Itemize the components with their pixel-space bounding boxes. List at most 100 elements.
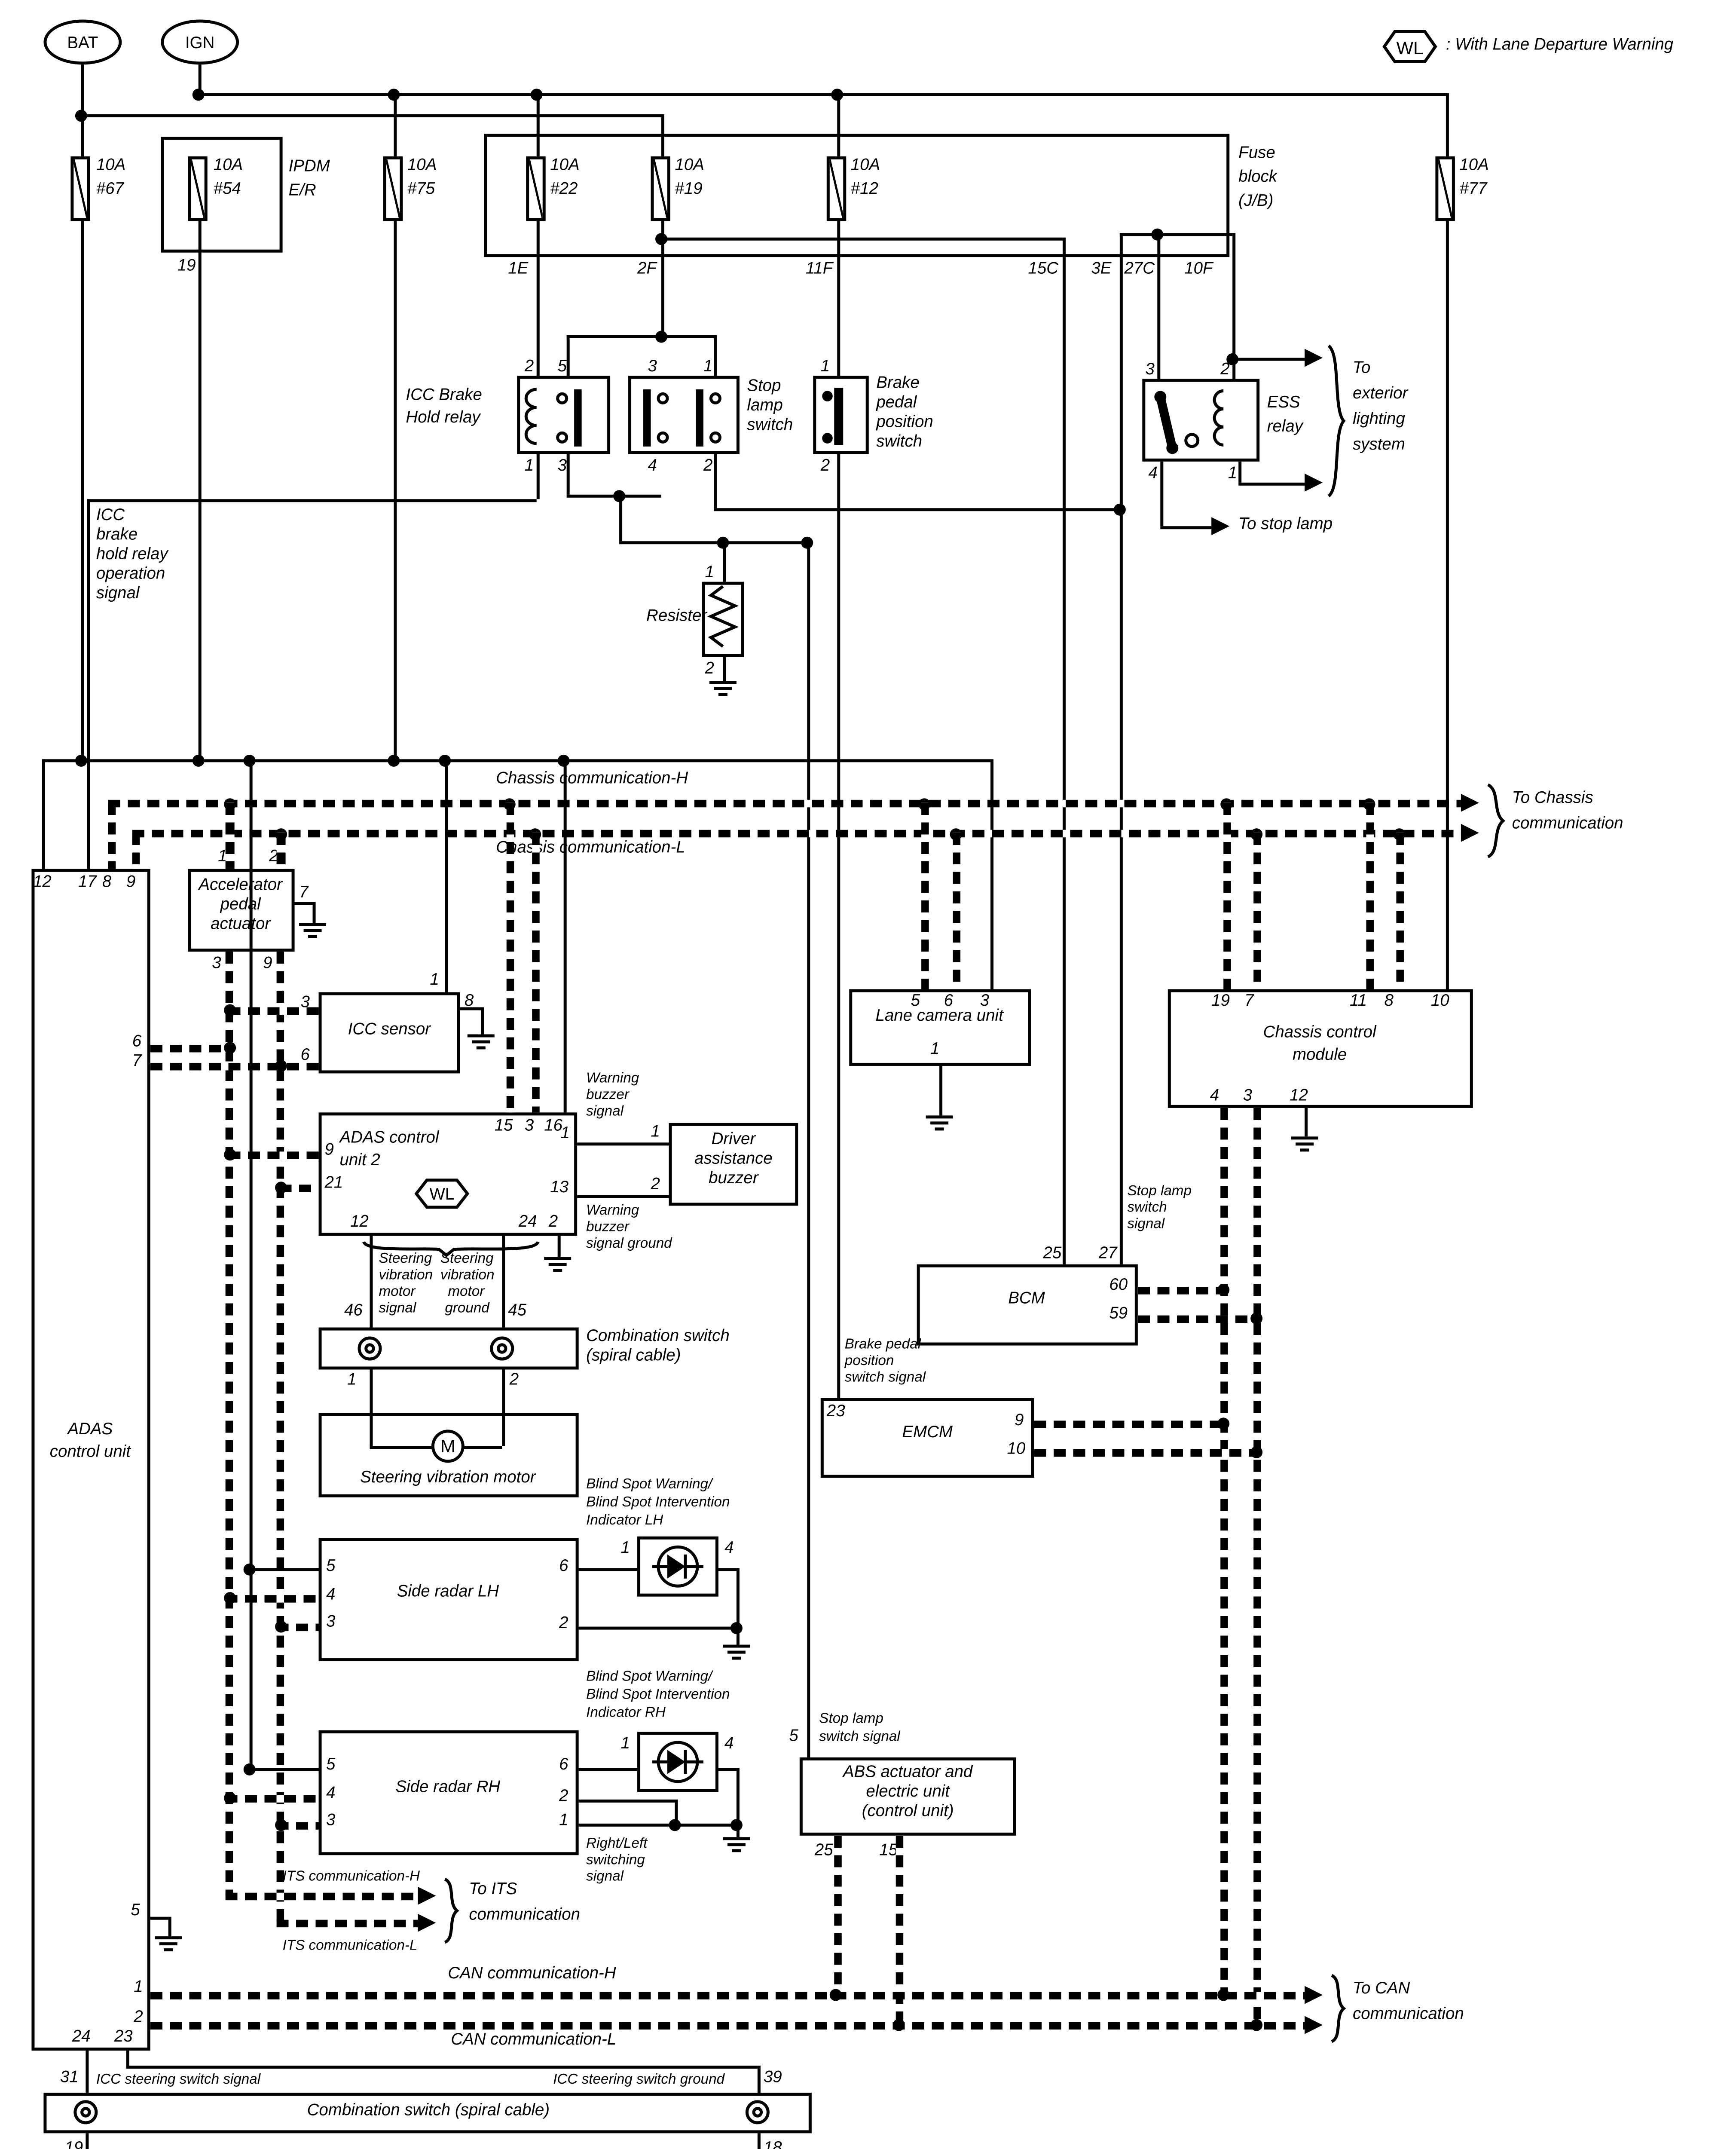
- label: 21: [324, 1174, 343, 1192]
- side-radar-rh-box: [318, 1730, 579, 1855]
- wire: [557, 1236, 561, 1257]
- junction-dot: [1113, 503, 1126, 516]
- wire: [198, 221, 202, 759]
- icc-sensor-box: [318, 992, 460, 1074]
- label: 9: [263, 955, 272, 973]
- label: Right/Left: [586, 1835, 648, 1852]
- brace: [1331, 1974, 1346, 2043]
- label: 1: [134, 1978, 143, 1997]
- junction-dot: [75, 754, 87, 767]
- label: 24: [518, 1213, 537, 1231]
- contact-bar: [834, 388, 844, 445]
- label: Indicator RH: [586, 1705, 666, 1721]
- wire: [168, 1916, 171, 1937]
- label: 10F: [1184, 260, 1213, 279]
- junction-dot: [829, 1989, 842, 2001]
- wire: [577, 1195, 669, 1198]
- label: actuator: [211, 915, 271, 934]
- label: 10A: [407, 156, 437, 174]
- junction-dot: [275, 1182, 287, 1194]
- label: 11F: [805, 260, 833, 279]
- label: 10: [1430, 992, 1449, 1010]
- part: [358, 1336, 382, 1361]
- contact-circle: [822, 391, 833, 401]
- part: [524, 388, 537, 445]
- label: To: [1353, 359, 1371, 377]
- label: 7: [299, 884, 309, 902]
- spiral-icon: [745, 2100, 770, 2125]
- label: 5: [911, 992, 920, 1010]
- shielded-bus-wire: [1396, 833, 1404, 989]
- label: 2: [134, 2008, 143, 2027]
- part: [1184, 433, 1200, 448]
- label: 19: [64, 2139, 83, 2149]
- label: ground: [445, 1300, 489, 1317]
- arrowhead-icon: [1461, 793, 1479, 812]
- label: 1: [930, 1040, 940, 1059]
- arrowhead-icon: [418, 1913, 436, 1932]
- label: 8: [102, 873, 112, 892]
- label: Side radar RH: [395, 1778, 501, 1797]
- label: 45: [508, 1302, 527, 1320]
- label: 4: [326, 1586, 336, 1604]
- label: 6: [559, 1557, 568, 1576]
- label: 19: [1211, 992, 1230, 1010]
- ground-icon: [544, 1257, 572, 1272]
- part: [709, 681, 737, 684]
- junction-dot: [224, 1004, 236, 1016]
- ground-icon: [709, 681, 737, 696]
- wire: [723, 657, 726, 681]
- junction-dot: [243, 1763, 256, 1776]
- label: 25: [814, 1841, 833, 1860]
- ground-icon: [299, 923, 327, 938]
- shielded-bus-wire: [834, 1835, 842, 1998]
- contact-circle: [556, 392, 568, 404]
- led-icon: [652, 1741, 703, 1783]
- label: 60: [1109, 1276, 1128, 1295]
- wire: [566, 454, 570, 495]
- label: 1: [651, 1123, 660, 1141]
- its-h-label: ITS communication-H: [282, 1868, 420, 1886]
- label: 6: [944, 992, 954, 1010]
- label: vibration: [440, 1267, 495, 1284]
- junction-dot: [1250, 2019, 1263, 2031]
- brace: [1487, 783, 1506, 858]
- wire: [126, 2050, 129, 2066]
- part: [732, 1656, 741, 1660]
- wire: [86, 2133, 89, 2149]
- label: Combination switch (spiral cable): [307, 2101, 550, 2120]
- label: communication: [469, 1906, 581, 1925]
- label: position: [844, 1353, 894, 1370]
- label: 1: [559, 1811, 568, 1830]
- label: 12: [350, 1213, 369, 1231]
- label: 9: [1015, 1411, 1024, 1430]
- accelerator-pedal-actuator-box: [188, 869, 295, 952]
- label: system: [1353, 436, 1405, 454]
- label: 1: [218, 848, 227, 866]
- part: [414, 1179, 470, 1209]
- junction-dot: [655, 331, 668, 343]
- icc-steering-signal-label: ICC steering switch signal: [96, 2071, 261, 2088]
- wire: [675, 1799, 678, 1825]
- fuse-22: [526, 156, 546, 221]
- label: (spiral cable): [586, 1347, 681, 1365]
- part: [476, 1046, 486, 1050]
- part: [299, 923, 327, 926]
- label: exterior: [1353, 385, 1408, 403]
- label: 2: [651, 1176, 660, 1194]
- label: Blind Spot Warning/: [586, 1476, 712, 1493]
- fuse-12: [826, 156, 847, 221]
- wire: [81, 221, 84, 759]
- shielded-bus-wire: [276, 1822, 319, 1830]
- adas-control-unit2-box: [318, 1112, 578, 1236]
- label: 10A: [213, 156, 243, 174]
- label: signal: [96, 585, 140, 603]
- label: 27: [1098, 1245, 1117, 1263]
- part: [1154, 391, 1167, 403]
- junction-dot: [730, 1622, 743, 1635]
- shielded-bus-wire: [921, 802, 929, 989]
- wire: [394, 221, 397, 759]
- ess-relay-icon: [1154, 389, 1224, 454]
- label: Blind Spot Intervention: [586, 1494, 730, 1511]
- bcm-box: [917, 1264, 1138, 1346]
